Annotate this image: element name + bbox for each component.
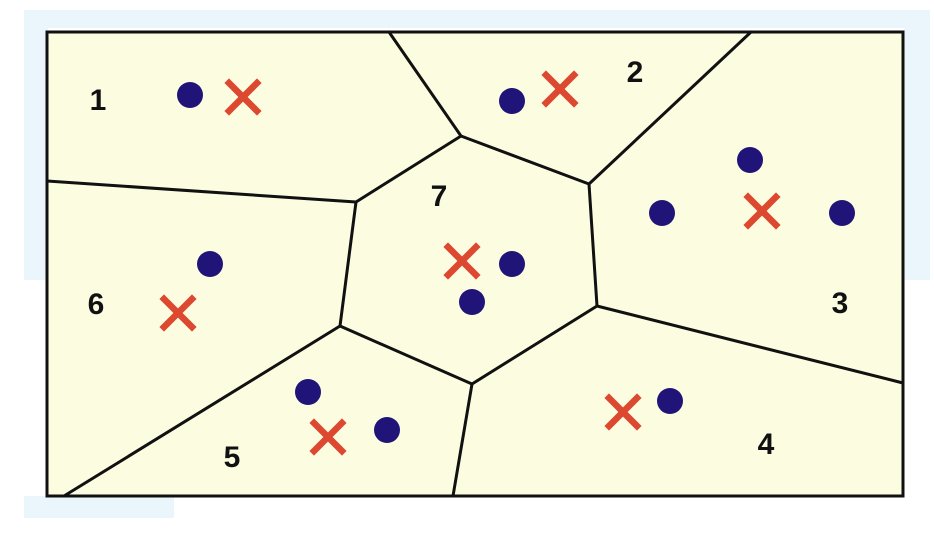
centroid-x-icon-cell-7	[443, 242, 481, 280]
boundary-4-5	[451, 382, 474, 498]
boundary-1-2	[387, 30, 463, 138]
cell-label-4: 4	[758, 428, 775, 461]
cell-label-1: 1	[90, 84, 107, 117]
background-glow-left	[24, 10, 48, 280]
cell-label-7: 7	[431, 180, 448, 213]
centroid-x-icon-cell-1	[224, 78, 262, 116]
centroid-markers	[159, 70, 781, 456]
data-point	[177, 82, 203, 108]
data-point	[657, 388, 683, 414]
centroid-x-icon-cell-3	[743, 192, 781, 230]
boundary-2-3	[587, 30, 753, 186]
cell-label-2: 2	[627, 56, 644, 89]
centroid-x-icon-cell-6	[159, 294, 197, 332]
cell-boundaries	[45, 30, 905, 498]
cell-label-5: 5	[224, 441, 241, 474]
centroid-x-icon-cell-4	[604, 393, 642, 431]
data-point	[737, 147, 763, 173]
data-point	[459, 289, 485, 315]
data-point	[374, 417, 400, 443]
boundary-5-6	[62, 324, 342, 498]
data-point	[197, 251, 223, 277]
background-glow-right	[904, 10, 930, 280]
data-point	[499, 251, 525, 277]
data-point	[829, 200, 855, 226]
boundary-1-6	[45, 179, 358, 204]
background-glow-top	[24, 10, 930, 28]
centroid-x-icon-cell-5	[309, 418, 347, 456]
diagram-frame	[45, 30, 905, 498]
data-point	[499, 88, 525, 114]
centroid-x-icon-cell-2	[541, 70, 579, 108]
data-points	[177, 82, 855, 443]
background-glow-bottom	[24, 496, 174, 518]
cell-label-6: 6	[88, 288, 105, 321]
cell-label-3: 3	[832, 287, 849, 320]
boundary-3-4	[595, 304, 905, 385]
data-point	[649, 200, 675, 226]
data-point	[295, 379, 321, 405]
